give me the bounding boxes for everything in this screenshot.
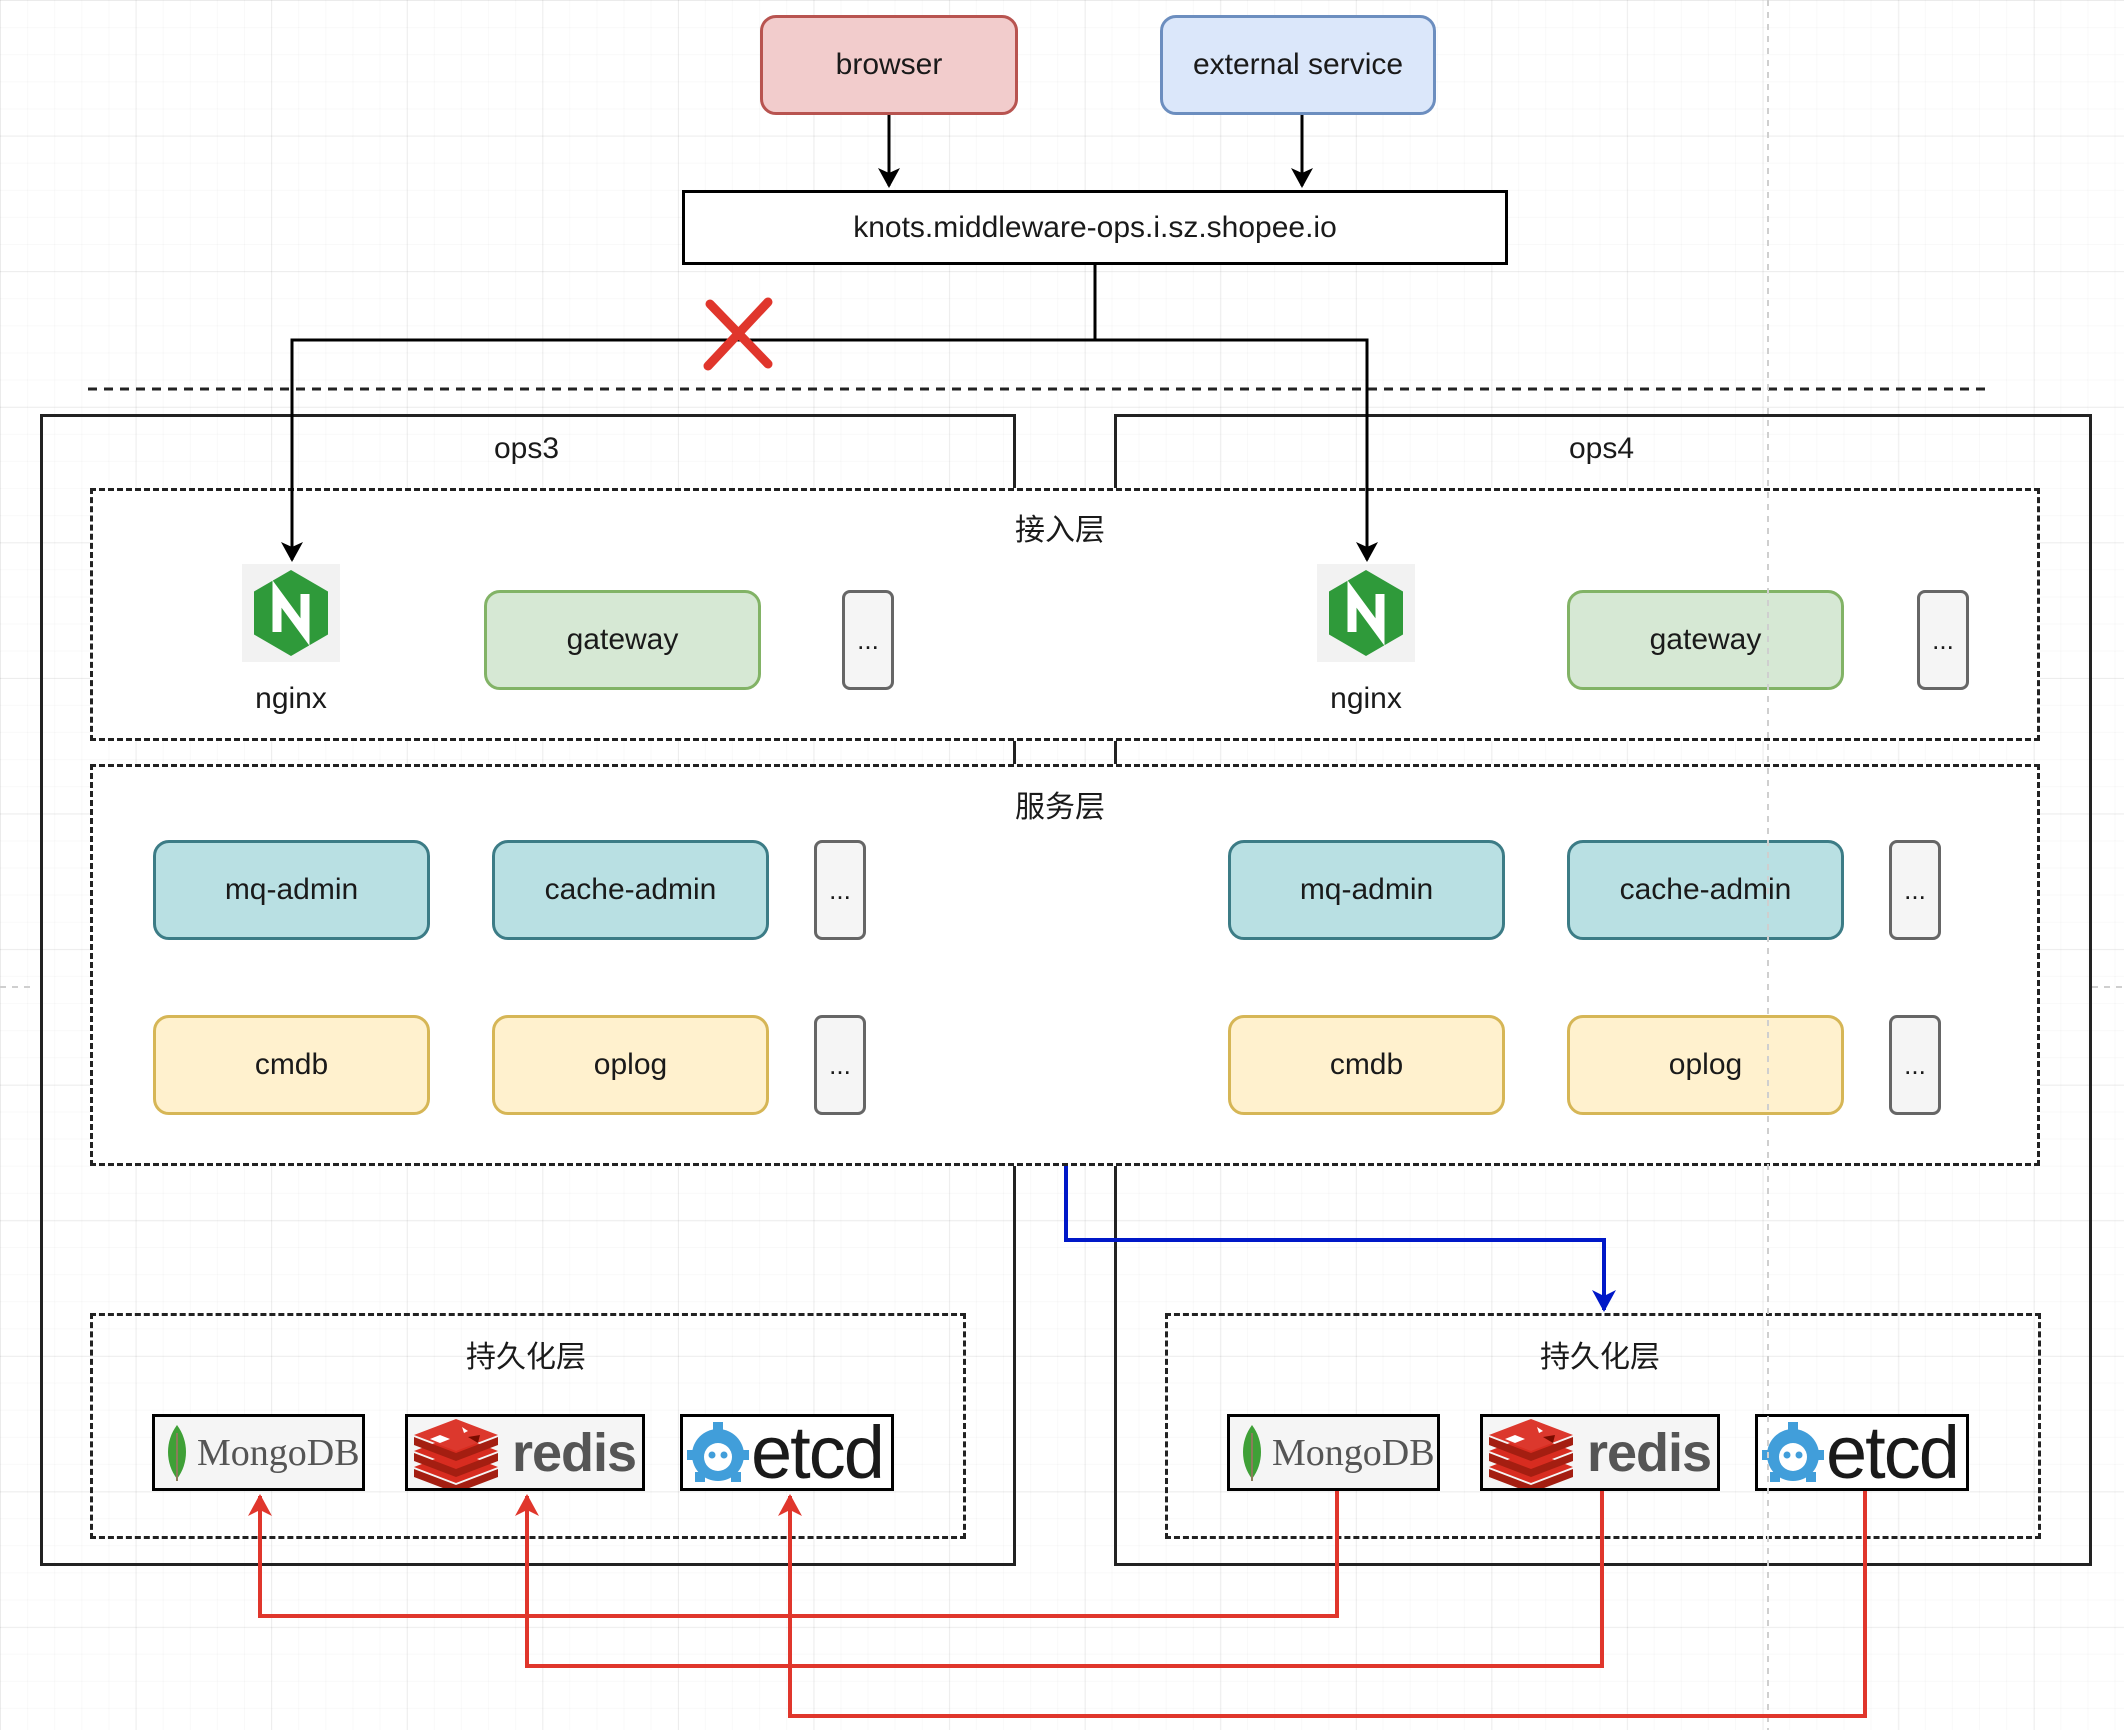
redis-store: redis bbox=[1480, 1414, 1720, 1491]
redis-label: redis bbox=[512, 1422, 637, 1483]
more-node: ... bbox=[1917, 590, 1969, 690]
cmdb-node: cmdb bbox=[1228, 1015, 1505, 1115]
etcd-gear-icon bbox=[1762, 1421, 1824, 1482]
mongodb-leaf-icon bbox=[168, 1424, 186, 1481]
redis-stack-icon bbox=[414, 1418, 498, 1488]
mq-admin-node: mq-admin bbox=[1228, 840, 1505, 940]
gateway-node: gateway bbox=[484, 590, 761, 690]
dc-divider-right bbox=[1114, 741, 1117, 764]
mongodb-store: MongoDB bbox=[1227, 1414, 1440, 1491]
browser-client: browser bbox=[760, 15, 1018, 115]
datacenter-ops3-label: ops3 bbox=[494, 432, 560, 465]
persistence-layer-ops4-title: 持久化层 bbox=[1540, 1341, 1660, 1374]
nginx-icon bbox=[242, 564, 340, 662]
cache-admin-node: cache-admin bbox=[1567, 840, 1844, 940]
domain-entry: knots.middleware-ops.i.sz.shopee.io bbox=[682, 190, 1508, 265]
red-x-icon bbox=[703, 297, 773, 371]
more-node: ... bbox=[1889, 1015, 1941, 1115]
more-node: ... bbox=[814, 840, 866, 940]
nginx-label: nginx bbox=[255, 682, 327, 715]
service-layer-title: 服务层 bbox=[1015, 791, 1105, 824]
more-node: ... bbox=[814, 1015, 866, 1115]
redis-label: redis bbox=[1587, 1422, 1712, 1483]
persistence-layer-ops3-title: 持久化层 bbox=[466, 1341, 586, 1374]
external-service-client: external service bbox=[1160, 15, 1436, 115]
more-node: ... bbox=[1889, 840, 1941, 940]
etcd-gear-icon bbox=[687, 1421, 749, 1482]
cache-admin-node: cache-admin bbox=[492, 840, 769, 940]
mongodb-store: MongoDB bbox=[152, 1414, 365, 1491]
etcd-store: etcd bbox=[1755, 1414, 1969, 1491]
gateway-node: gateway bbox=[1567, 590, 1844, 690]
dc-divider-left bbox=[1013, 741, 1016, 764]
access-layer-title: 接入层 bbox=[1015, 514, 1105, 547]
cmdb-node: cmdb bbox=[153, 1015, 430, 1115]
etcd-label: etcd bbox=[1826, 1414, 1960, 1491]
nginx-label: nginx bbox=[1330, 682, 1402, 715]
datacenter-ops4-label: ops4 bbox=[1569, 432, 1635, 465]
etcd-store: etcd bbox=[680, 1414, 894, 1491]
redis-stack-icon bbox=[1489, 1418, 1573, 1488]
oplog-node: oplog bbox=[1567, 1015, 1844, 1115]
more-node: ... bbox=[842, 590, 894, 690]
redis-store: redis bbox=[405, 1414, 645, 1491]
nginx-icon bbox=[1317, 564, 1415, 662]
mongodb-leaf-icon bbox=[1243, 1424, 1261, 1481]
mongodb-label: MongoDB bbox=[197, 1431, 360, 1474]
mongodb-label: MongoDB bbox=[1272, 1431, 1435, 1474]
mq-admin-node: mq-admin bbox=[153, 840, 430, 940]
etcd-label: etcd bbox=[751, 1414, 885, 1491]
oplog-node: oplog bbox=[492, 1015, 769, 1115]
